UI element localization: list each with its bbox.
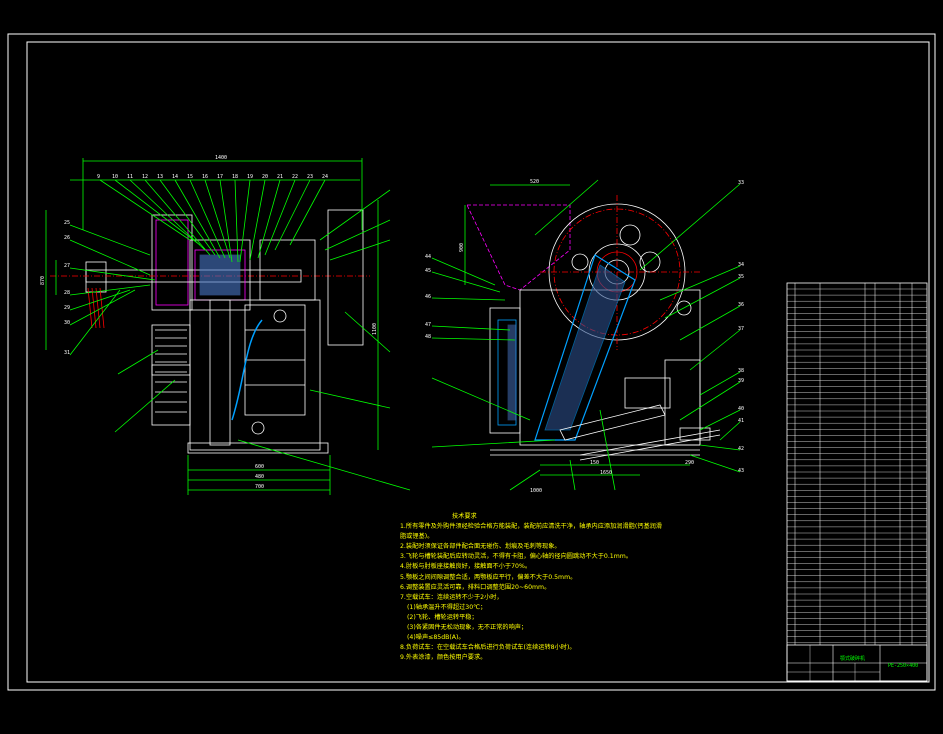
- balloon-label: 39: [738, 378, 744, 384]
- balloon-label: 23: [307, 174, 313, 180]
- balloon-label: 44: [425, 254, 431, 260]
- balloon-label: 25: [64, 220, 70, 226]
- inner-frame: [26, 41, 930, 683]
- dimension-label: 1000: [530, 488, 542, 494]
- side-view: [45, 158, 411, 495]
- balloon-label: 37: [738, 326, 744, 332]
- dimension-label: 700: [255, 484, 264, 490]
- note-line: 8.负荷试车：在空载试车合格后进行负荷试车(连续运转8小时)。: [400, 644, 576, 652]
- dimension-label: 870: [40, 276, 46, 285]
- dimension-label: 1100: [372, 323, 378, 335]
- note-line: 脂或锂基)。: [400, 533, 434, 541]
- note-line: (2)飞轮、槽轮运转平稳；: [407, 613, 478, 621]
- balloon-label: 42: [738, 446, 744, 452]
- dimension-label: 1650: [600, 470, 612, 476]
- balloon-label: 45: [425, 268, 431, 274]
- balloon-label: 24: [322, 174, 328, 180]
- balloon-label: 29: [64, 305, 70, 311]
- balloon-label: 46: [425, 294, 431, 300]
- note-line: (4)噪声≤85dB(A)。: [407, 634, 465, 642]
- balloon-label: 47: [425, 322, 431, 328]
- balloon-label: 12: [142, 174, 148, 180]
- balloon-label: 18: [232, 174, 238, 180]
- note-line: 3.飞轮与槽轮装配后应转动灵活，不得有卡阻，偏心轴的径向圆跳动不大于0.1mm。: [400, 553, 632, 561]
- balloon-label: 13: [157, 174, 163, 180]
- balloon-label: 19: [247, 174, 253, 180]
- note-line: (3)各紧固件无松动现象，无不正常的响声；: [407, 624, 528, 632]
- drawing-labels: 9 10 11 12 13 14 15 16 17 18 19 20 21 22 23 24 25 26 27 28 2…: [40, 155, 918, 669]
- note-line: 9.外表涂漆，颜色按用户要求。: [400, 654, 487, 662]
- balloon-label: 20: [262, 174, 268, 180]
- note-line: (1)轴承温升不得超过30℃；: [407, 603, 487, 611]
- note-line: 5.颚板之间间隙调整合适，两颚板应平行，偏差不大于0.5mm。: [400, 573, 577, 581]
- dimension-label: 600: [255, 464, 264, 470]
- note-line: 2.装配时须保证各部件配合面无碰伤、划痕及毛刺等现象。: [400, 543, 561, 551]
- balloon-label: 22: [292, 174, 298, 180]
- balloon-label: 14: [172, 174, 178, 180]
- balloon-label: 30: [64, 320, 70, 326]
- balloon-label: 33: [738, 180, 744, 186]
- balloon-label: 15: [187, 174, 193, 180]
- note-line: 1.所有零件及外购件须经检验合格方能装配，装配前应清洗干净，轴承内应添加润滑脂(…: [400, 523, 663, 531]
- balloon-label: 17: [217, 174, 223, 180]
- drawing-name: 颚式破碎机: [840, 655, 865, 662]
- balloon-label: 21: [277, 174, 283, 180]
- balloon-label: 35: [738, 274, 744, 280]
- balloon-label: 27: [64, 263, 70, 269]
- dimension-label: 1400: [215, 155, 227, 161]
- balloon-label: 43: [738, 468, 744, 474]
- front-view: [431, 179, 741, 491]
- balloon-label: 34: [738, 262, 744, 268]
- balloon-label: 40: [738, 406, 744, 412]
- technical-notes: 技术要求 1.所有零件及外购件须经检验合格方能装配，装配前应清洗干净，轴承内应添…: [400, 512, 700, 663]
- balloon-label: 41: [738, 418, 744, 424]
- balloon-label: 26: [64, 235, 70, 241]
- note-line: 6.调整装置应灵活可靠，排料口调整范围20~60mm。: [400, 583, 551, 591]
- dimension-label: 900: [459, 243, 465, 252]
- note-line: 7.空载试车：连续运转不少于2小时，: [400, 593, 503, 601]
- balloon-label: 16: [202, 174, 208, 180]
- balloon-label: 36: [738, 302, 744, 308]
- drawing-number: PE-250×400: [888, 663, 918, 669]
- balloon-label: 31: [64, 350, 70, 356]
- balloon-label: 9: [97, 174, 100, 180]
- dimension-label: 480: [255, 474, 264, 480]
- balloon-label: 38: [738, 368, 744, 374]
- dimension-label: 290: [685, 460, 694, 466]
- parts-list: [786, 282, 928, 682]
- balloon-label: 10: [112, 174, 118, 180]
- notes-title: 技术要求: [452, 513, 477, 520]
- balloon-label: 11: [127, 174, 133, 180]
- balloon-label: 48: [425, 334, 431, 340]
- outer-frame: [7, 33, 936, 691]
- dimension-label: 150: [590, 460, 599, 466]
- note-line: 4.肘板与肘板座接触良好，接触面不小于70%。: [400, 563, 532, 571]
- balloon-label: 28: [64, 290, 70, 296]
- dimension-label: 520: [530, 179, 539, 185]
